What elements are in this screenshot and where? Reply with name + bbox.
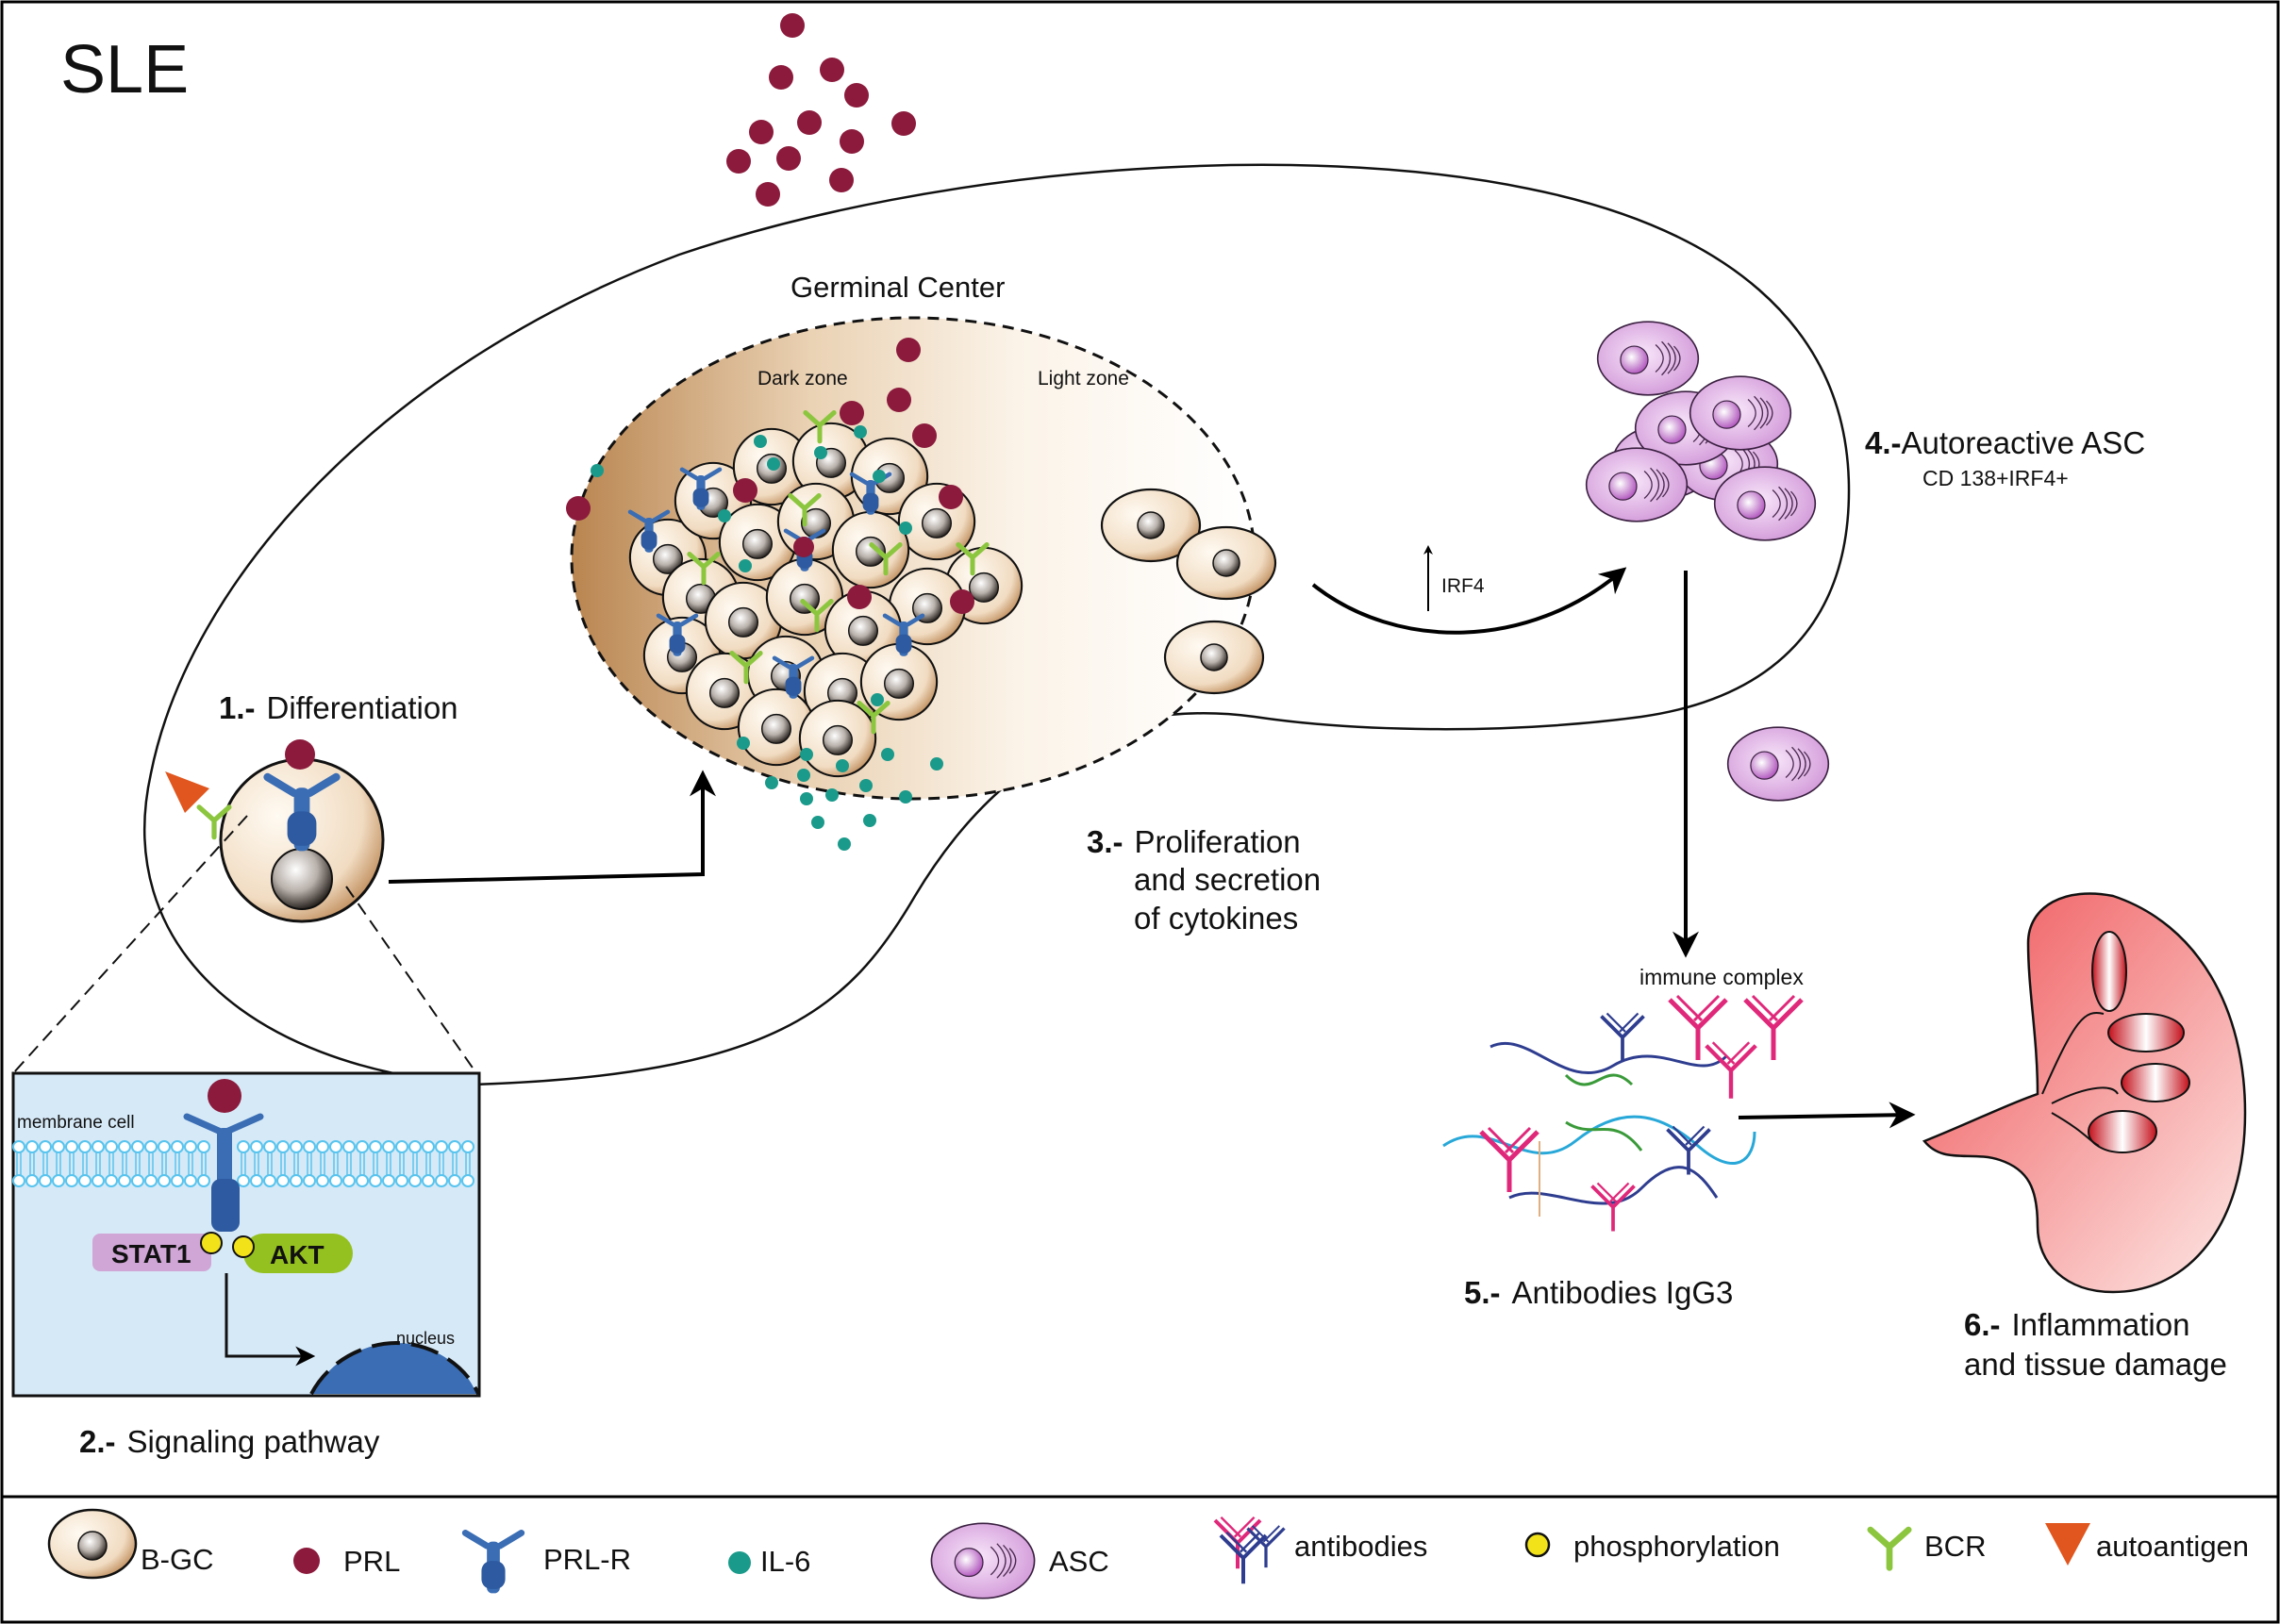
nucleus-label: nucleus	[396, 1329, 455, 1348]
lipid-bilayer	[12, 1140, 474, 1187]
legend-il6: IL-6	[728, 1545, 810, 1578]
arrow-to-tissue	[1738, 1102, 1916, 1129]
signaling-panel: membrane cell STAT1 AKT nucleus	[11, 1071, 481, 1398]
legend: B-GC PRL PRL-R IL-6 ASC antibodies phosp…	[47, 1508, 2249, 1599]
svg-text:ASC: ASC	[1049, 1545, 1109, 1578]
svg-text:5.-Antibodies IgG3: 5.-Antibodies IgG3	[1464, 1275, 1733, 1310]
stat1-label: STAT1	[111, 1239, 191, 1268]
svg-text:and secretion: and secretion	[1134, 862, 1321, 897]
svg-text:1.-Differentiation: 1.-Differentiation	[219, 690, 458, 725]
il6-dots	[591, 425, 943, 851]
step-5-label: 5.-Antibodies IgG3	[1464, 1275, 1733, 1310]
svg-text:B-GC: B-GC	[141, 1543, 214, 1576]
immune-complex-label: immune complex	[1639, 965, 1804, 989]
zoom-line-left	[12, 815, 248, 1074]
svg-text:IL-6: IL-6	[760, 1545, 810, 1578]
legend-autoantigen: autoantigen	[2045, 1523, 2249, 1566]
zoom-line-right	[345, 886, 477, 1074]
light-zone-label: Light zone	[1038, 368, 1129, 389]
step-3-label: 3.-Proliferation and secretion of cytoki…	[1087, 824, 1321, 936]
svg-text:PRL-R: PRL-R	[543, 1543, 631, 1576]
legend-phosphorylation: phosphorylation	[1524, 1530, 1780, 1563]
svg-text:autoantigen: autoantigen	[2096, 1530, 2249, 1563]
svg-text:phosphorylation: phosphorylation	[1573, 1530, 1780, 1563]
damaged-tissue	[1922, 892, 2247, 1294]
asc-single	[1726, 726, 1830, 802]
step-2-label: 2.-Signaling pathway	[79, 1424, 380, 1459]
akt-label: AKT	[270, 1240, 325, 1269]
svg-text:BCR: BCR	[1924, 1530, 1986, 1563]
stat1-box	[92, 1234, 211, 1271]
svg-text:4.-Autoreactive ASC: 4.-Autoreactive ASC	[1865, 425, 2145, 460]
arrow-differentiation	[388, 770, 716, 884]
membrane-label: membrane cell	[17, 1113, 135, 1133]
legend-antibodies: antibodies	[1213, 1515, 1427, 1586]
step-6-label: 6.-Inflammation and tissue damage	[1964, 1307, 2227, 1382]
svg-text:3.-Proliferation: 3.-Proliferation	[1087, 824, 1301, 859]
irf4-label: IRF4	[1441, 575, 1485, 597]
germinal-center-label: Germinal Center	[791, 271, 1005, 304]
diagram-title: SLE	[60, 32, 189, 108]
legend-bcr: BCR	[1871, 1530, 1986, 1567]
asc-cluster	[1585, 321, 1817, 541]
svg-text:2.-Signaling pathway: 2.-Signaling pathway	[79, 1424, 380, 1459]
gc-prl-dots	[566, 338, 974, 614]
nucleus	[313, 1343, 476, 1394]
svg-text:PRL: PRL	[343, 1545, 400, 1578]
svg-text:of cytokines: of cytokines	[1134, 901, 1298, 936]
prl-cluster-top	[726, 13, 916, 207]
step-4-label: 4.-Autoreactive ASC CD 138+IRF4+	[1865, 425, 2145, 490]
svg-text:CD 138+IRF4+: CD 138+IRF4+	[1922, 466, 2069, 490]
akt-box	[243, 1234, 353, 1273]
svg-text:antibodies: antibodies	[1294, 1530, 1427, 1563]
legend-prlr: PRL-R	[465, 1533, 631, 1593]
svg-text:6.-Inflammation: 6.-Inflammation	[1964, 1307, 2189, 1342]
arrow-to-asc	[1311, 567, 1627, 635]
naive-b-cell	[165, 739, 385, 923]
legend-prl: PRL	[293, 1545, 400, 1578]
svg-text:and tissue damage: and tissue damage	[1964, 1347, 2227, 1382]
dark-zone-label: Dark zone	[757, 368, 848, 389]
step-1-label: 1.-Differentiation	[219, 690, 458, 725]
legend-asc: ASC	[930, 1522, 1109, 1599]
immune-complex	[1442, 996, 1802, 1234]
legend-bgc: B-GC	[47, 1508, 214, 1580]
